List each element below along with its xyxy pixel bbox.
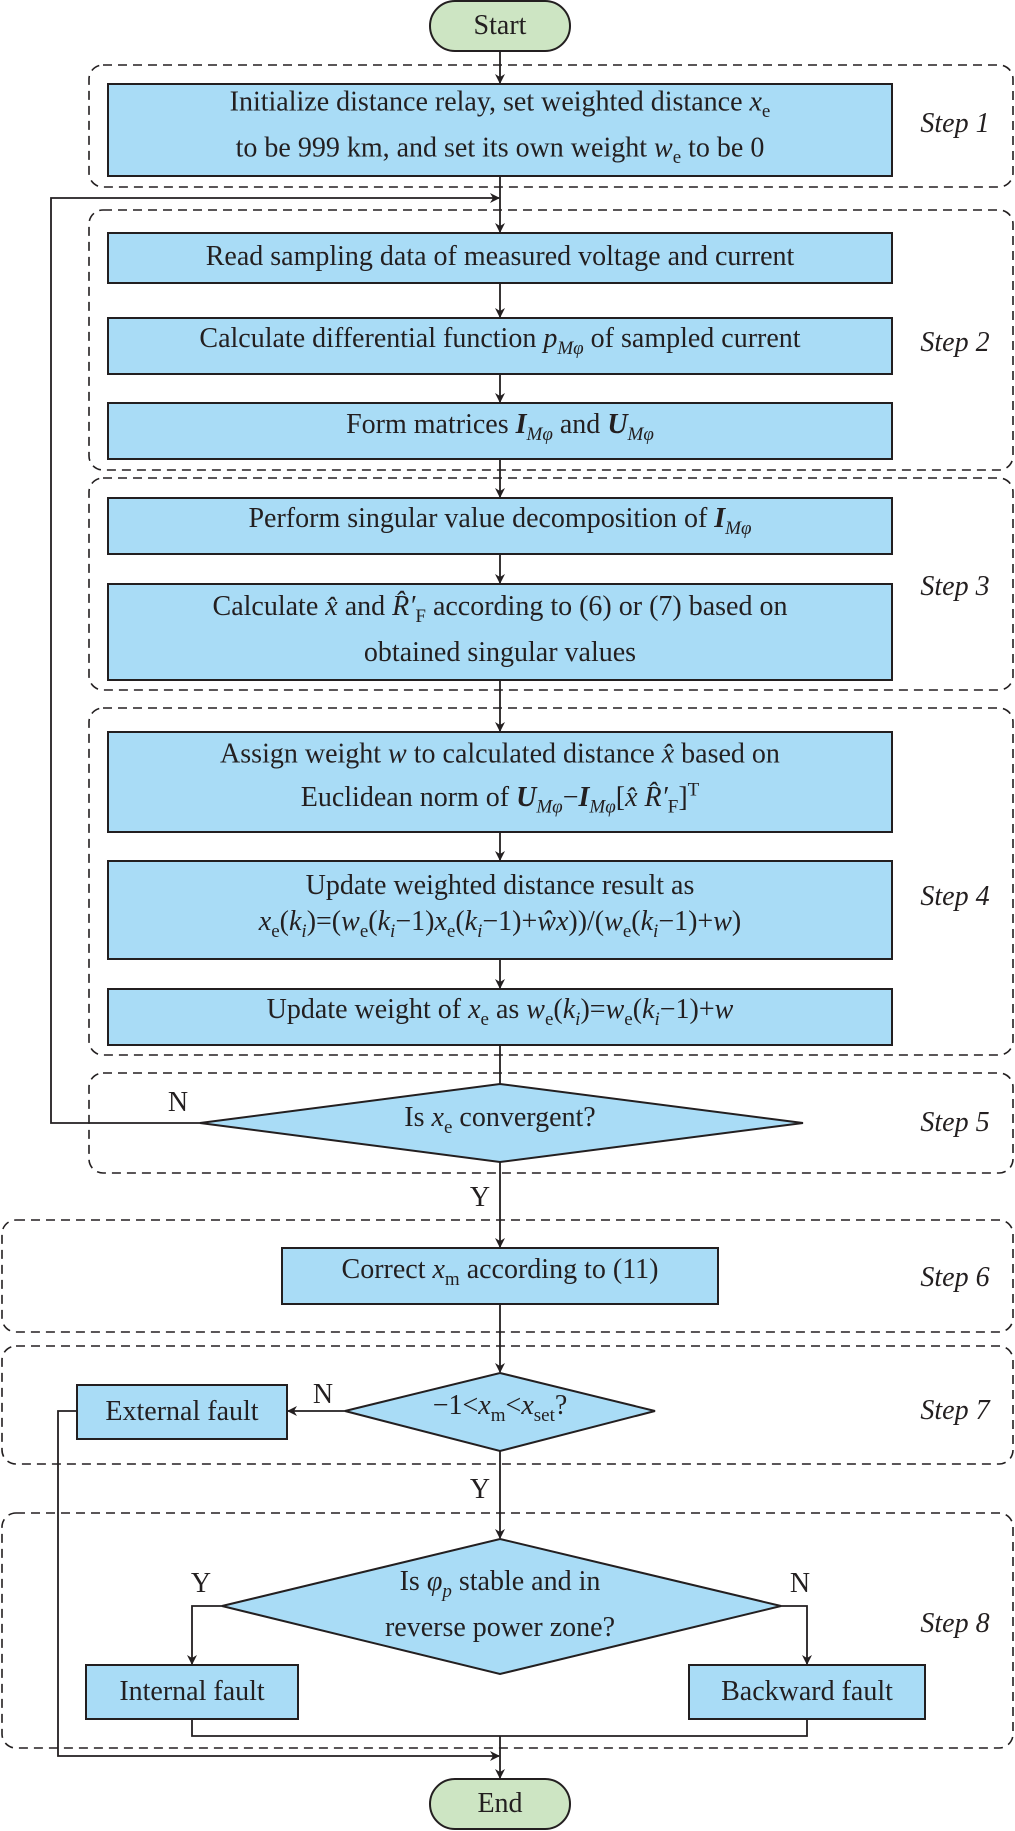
step-8-label: Step 8	[920, 1608, 990, 1639]
calc-diff-text: Calculate differential function pMφ of s…	[199, 323, 801, 359]
calc-x-box	[107, 583, 893, 681]
init-text: Initialize distance relay, set weighted …	[229, 86, 771, 168]
step-4-label: Step 4	[920, 881, 990, 912]
external-fault-text: External fault	[105, 1396, 259, 1427]
step1-group	[88, 64, 1014, 188]
read-box	[107, 232, 893, 284]
convergence-text: Is xe convergent?	[404, 1102, 596, 1138]
svd-text: Perform singular value decomposition of …	[248, 503, 752, 539]
phase-yes-label: Y	[190, 1568, 212, 1599]
loop-back-line	[50, 193, 500, 1124]
merge-line	[191, 1719, 808, 1737]
step-3-label: Step 3	[920, 571, 990, 602]
step7-group	[1, 1345, 1014, 1465]
internal-fault-box	[85, 1664, 299, 1720]
phase-decision	[221, 1537, 782, 1676]
phase-no-label: N	[789, 1568, 811, 1599]
init-box	[107, 83, 893, 177]
step-7-label: Step 7	[920, 1395, 990, 1426]
start-label: Start	[473, 10, 527, 41]
assign-weight-text: Assign weight w to calculated distance x…	[220, 738, 780, 818]
arrow-phase-internal	[187, 1605, 222, 1665]
range-text: −1<xm<xset?	[432, 1390, 568, 1426]
update-distance-box	[107, 860, 893, 960]
correct-box	[281, 1247, 719, 1305]
step-1-label: Step 1	[920, 108, 990, 139]
form-matrices-box	[107, 402, 893, 460]
end-terminal	[429, 1778, 571, 1830]
arrow-phase-backward	[781, 1605, 812, 1665]
assign-weight-box	[107, 731, 893, 833]
step-5-label: Step 5	[920, 1107, 990, 1138]
step3-group	[88, 477, 1014, 691]
form-matrices-text: Form matrices IMφ and UMφ	[346, 409, 654, 445]
update-weight-box	[107, 988, 893, 1046]
step2-group	[88, 209, 1014, 471]
range-no-label: N	[312, 1379, 334, 1410]
read-text: Read sampling data of measured voltage a…	[205, 241, 795, 272]
range-yes-label: Y	[469, 1474, 491, 1505]
external-to-end-line	[57, 1410, 500, 1761]
step8-group	[1, 1512, 1014, 1749]
internal-fault-text: Internal fault	[119, 1676, 265, 1707]
phase-text: Is φp stable and in reverse power zone?	[384, 1566, 616, 1643]
update-distance-formula: xe(ki)=(we(ki−1)xe(ki−1)+ŵx))/(we(ki−1)+…	[258, 906, 742, 942]
end-label: End	[477, 1788, 523, 1819]
svd-box	[107, 497, 893, 555]
calc-x-text: Calculate x̂ and R̂′F according to (6) o…	[212, 591, 788, 668]
step-2-label: Step 2	[920, 327, 990, 358]
backward-fault-text: Backward fault	[721, 1676, 893, 1707]
converge-yes-label: Y	[469, 1182, 491, 1213]
correct-text: Correct xm according to (11)	[341, 1254, 659, 1290]
backward-fault-box	[688, 1664, 926, 1720]
update-weight-text: Update weight of xe as we(ki)=we(ki−1)+w	[266, 994, 734, 1030]
external-fault-box	[76, 1384, 288, 1440]
converge-no-label: N	[167, 1087, 189, 1118]
step-6-label: Step 6	[920, 1262, 990, 1293]
update-distance-text: Update weighted distance result as xe(ki…	[258, 870, 742, 942]
